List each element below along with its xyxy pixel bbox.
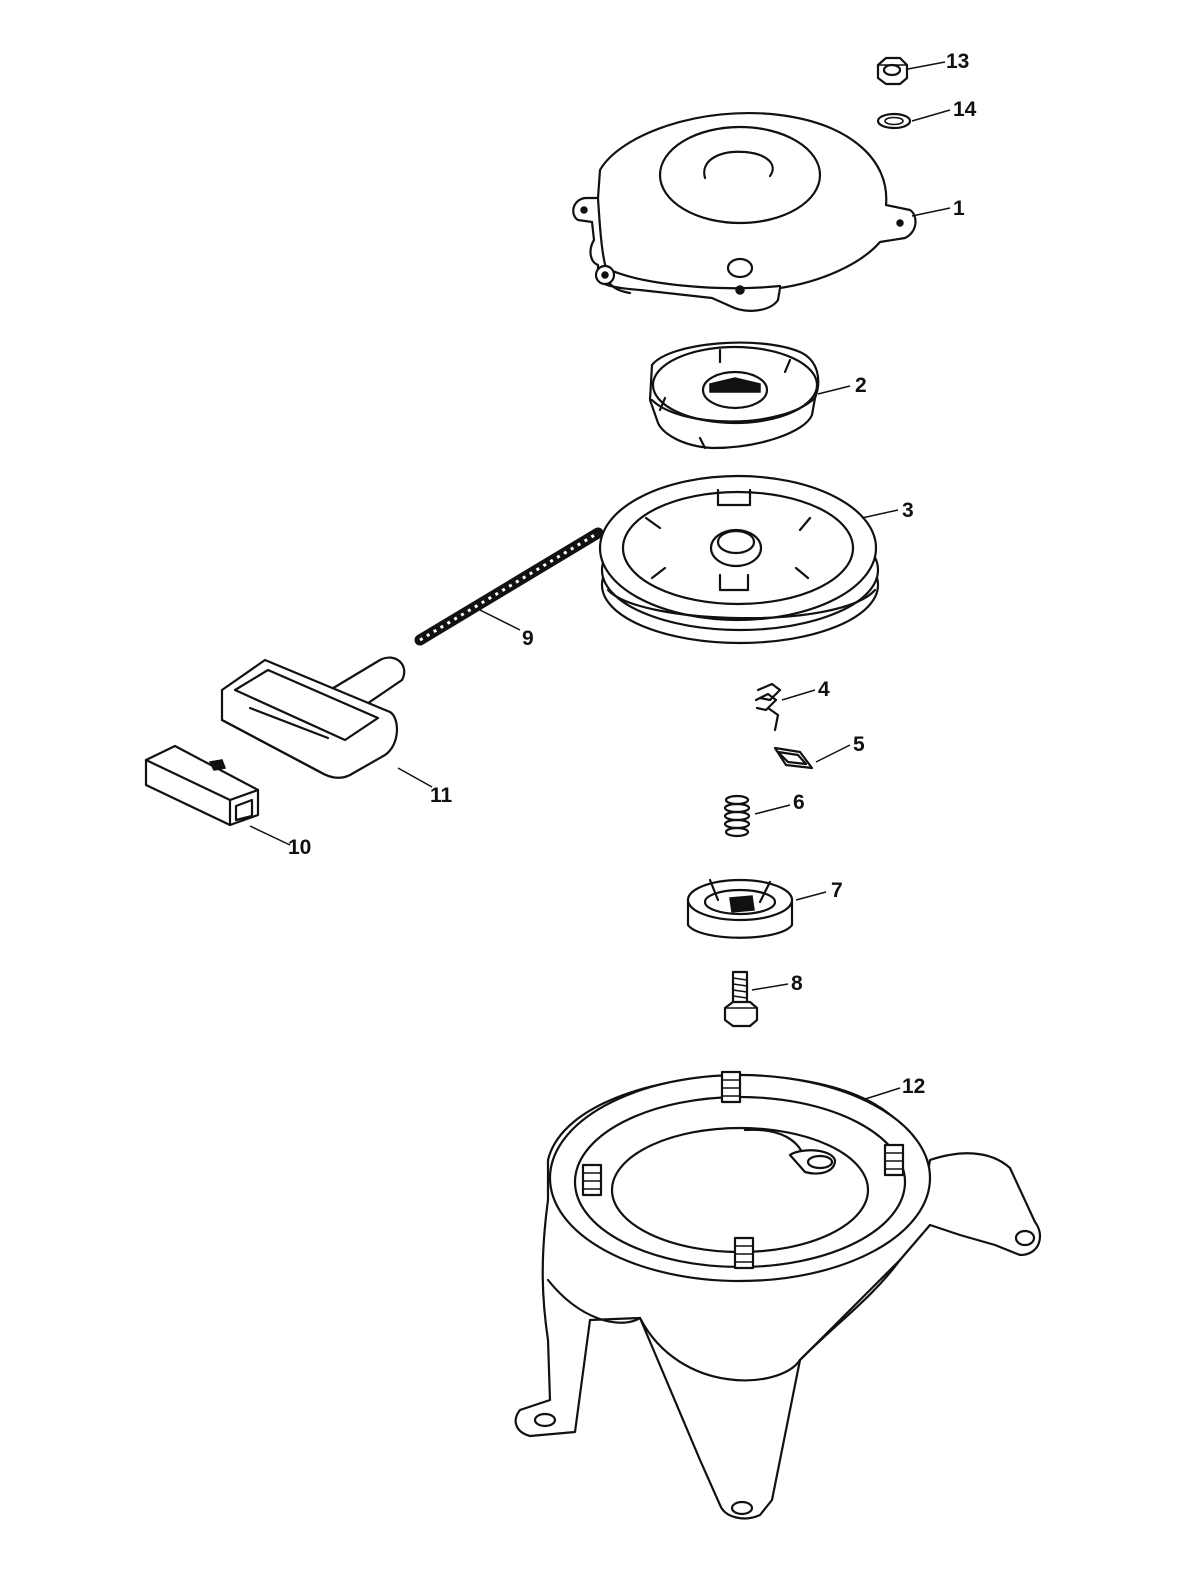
callout-14: 14 [953,98,977,121]
part-4-pawl-spring [754,682,782,732]
callout-13: 13 [946,50,969,73]
callout-5: 5 [853,733,865,756]
part-3-pulley [598,474,880,645]
callout-4: 4 [818,678,830,701]
part-14-washer [876,112,912,130]
part-9-rope [414,527,604,646]
callout-12: 12 [902,1075,925,1098]
leader-lines [249,61,951,1101]
part-12-base-housing [514,1070,1042,1520]
callout-11: 11 [430,784,453,807]
part-2-cam-plate [648,341,820,450]
callout-6: 6 [793,791,805,814]
part-7-retainer [686,878,794,939]
callout-3: 3 [902,499,914,522]
callout-1: 1 [953,197,965,220]
callout-9: 9 [522,627,534,650]
part-1-housing-cover [572,111,917,312]
callout-10: 10 [288,836,311,859]
callout-7: 7 [831,879,843,902]
callout-labels: 13 14 1 2 3 9 4 5 11 6 10 7 8 12 [288,50,977,1098]
callout-2: 2 [855,374,867,397]
part-8-bolt [723,970,759,1028]
callout-8: 8 [791,972,803,995]
part-13-nut [876,56,909,86]
part-11-handle [220,656,406,779]
part-10-insert [144,744,260,827]
part-12-studs [581,1070,905,1270]
part-5-pawl [773,746,814,770]
part-6-spring [723,794,751,838]
